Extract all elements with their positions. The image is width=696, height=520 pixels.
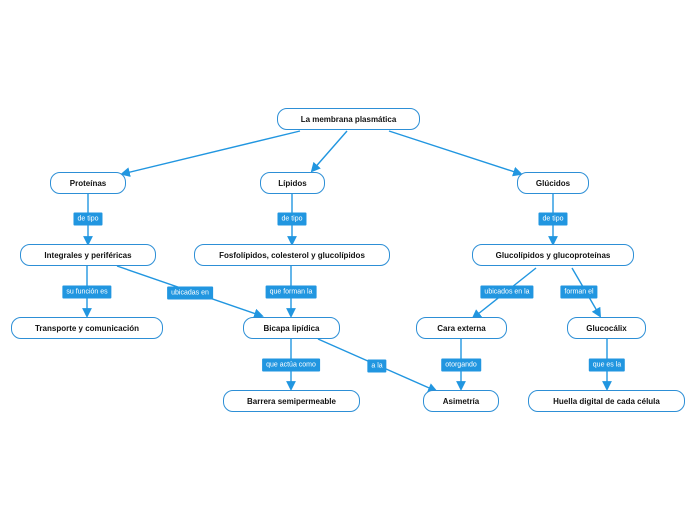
node-glucocalix[interactable]: Glucocálix (567, 317, 646, 339)
link-label-otorgando[interactable]: otorgando (441, 358, 481, 372)
node-lipidos[interactable]: Lípidos (260, 172, 325, 194)
link-label-de-tipo[interactable]: de tipo (538, 212, 568, 226)
node-membrana-plasmatica[interactable]: La membrana plasmática (277, 108, 420, 130)
link-label-que-forman-la[interactable]: que forman la (265, 285, 317, 299)
link-label-ubicadas-en[interactable]: ubicadas en (167, 286, 213, 300)
node-glucidos[interactable]: Glúcidos (517, 172, 589, 194)
link-label-a-la[interactable]: a la (367, 359, 387, 373)
link-label-de-tipo[interactable]: de tipo (277, 212, 307, 226)
node-fosfolipidos[interactable]: Fosfolípidos, colesterol y glucolípidos (194, 244, 390, 266)
edge-root-glucidos (388, 130, 523, 177)
node-huella-digital[interactable]: Huella digital de cada célula (528, 390, 685, 412)
edge-root-proteinas (120, 130, 301, 177)
link-label-que-actua-como[interactable]: que actúa como (262, 358, 320, 372)
link-label-su-funcion-es[interactable]: su función es (62, 285, 112, 299)
node-asimetria[interactable]: Asimetría (423, 390, 499, 412)
node-glucolipidos-glucoproteinas[interactable]: Glucolípidos y glucoproteínas (472, 244, 634, 266)
node-bicapa-lipidica[interactable]: Bicapa lipídica (243, 317, 340, 339)
link-label-que-es-la[interactable]: que es la (588, 358, 626, 372)
link-label-de-tipo[interactable]: de tipo (73, 212, 103, 226)
node-transporte-comunicacion[interactable]: Transporte y comunicación (11, 317, 163, 339)
edge-root-lipidos (310, 130, 348, 173)
node-cara-externa[interactable]: Cara externa (416, 317, 507, 339)
link-label-ubicados-en-la[interactable]: ubicados en la (480, 285, 534, 299)
node-barrera-semipermeable[interactable]: Barrera semipermeable (223, 390, 360, 412)
link-label-forman-el[interactable]: forman el (560, 285, 598, 299)
node-integrales-perifericas[interactable]: Integrales y periféricas (20, 244, 156, 266)
node-proteinas[interactable]: Proteínas (50, 172, 126, 194)
